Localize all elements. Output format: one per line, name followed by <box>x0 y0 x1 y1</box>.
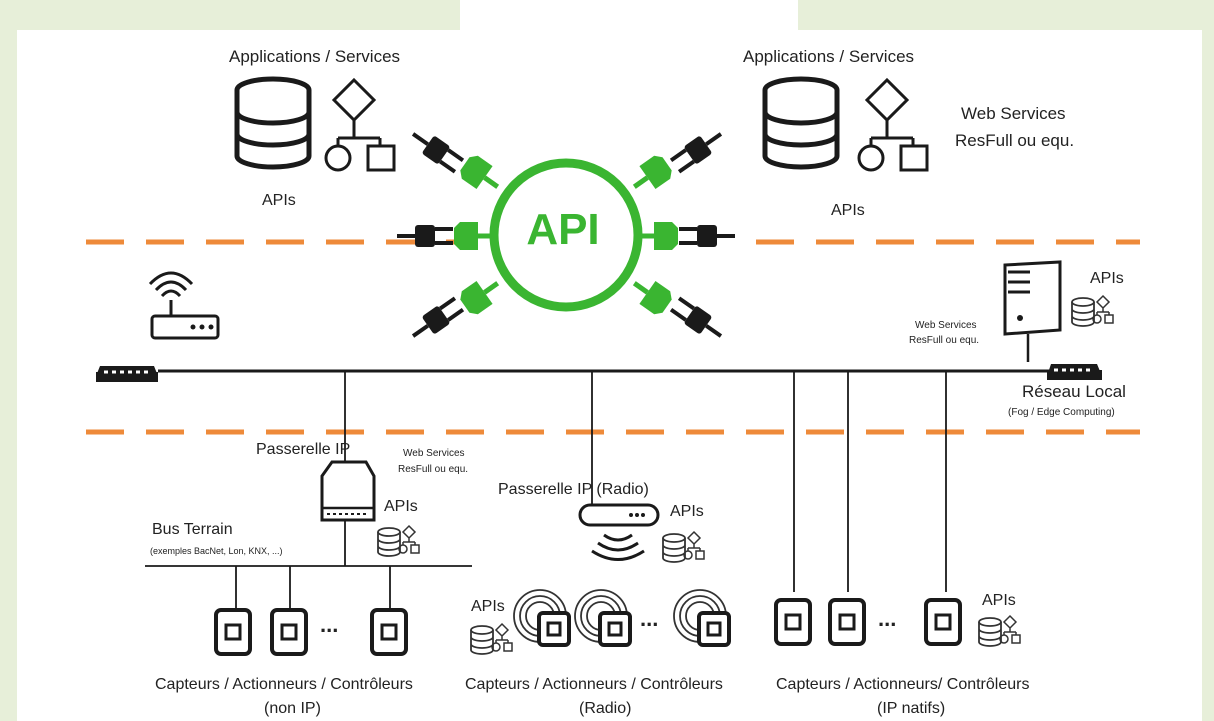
ip-gateway-label: Passerelle IP <box>256 441 351 458</box>
device-icon <box>214 608 252 656</box>
native-group-apis: APIs <box>982 592 1016 609</box>
group-radio-line2: (Radio) <box>579 700 632 717</box>
radio-gateway-label: Passerelle IP (Radio) <box>498 481 649 498</box>
top-left-apis: APIs <box>262 192 296 209</box>
network-switch-icon <box>1047 364 1102 380</box>
flowchart-icon <box>324 78 396 172</box>
device-icon <box>828 598 866 646</box>
top-white-panel <box>460 0 798 30</box>
device-icon <box>270 608 308 656</box>
top-left-title: Applications / Services <box>229 47 401 66</box>
api-hub-label: API <box>526 205 600 254</box>
server-icon <box>1003 260 1062 362</box>
group-non-ip-line2: (non IP) <box>264 700 321 717</box>
radio-gateway-icon <box>578 503 660 561</box>
api-mini-icon <box>978 615 1021 647</box>
api-hub-icon <box>395 122 737 348</box>
top-right-ws-line1: Web Services <box>961 104 1066 123</box>
wifi-router-icon <box>148 271 220 340</box>
ip-gateway-ws-line1: Web Services <box>403 448 465 459</box>
network-label: Réseau Local <box>1022 382 1126 401</box>
server-apis: APIs <box>1090 270 1124 287</box>
top-right-ws-line2: ResFull ou equ. <box>955 131 1075 150</box>
network-switch-icon <box>96 366 158 382</box>
ellipsis-non-ip: ... <box>320 612 339 637</box>
group-ip-native-line1: Capteurs / Actionneurs/ Contrôleurs <box>776 676 1030 693</box>
ip-gateway-icon <box>320 460 376 522</box>
top-right-apis: APIs <box>831 202 865 219</box>
device-icon <box>370 608 408 656</box>
ip-gateway-apis: APIs <box>384 498 418 515</box>
ellipsis-radio: ... <box>640 606 659 631</box>
ip-gateway-ws-line2: ResFull ou equ. <box>398 464 469 475</box>
flowchart-icon <box>857 78 929 172</box>
api-mini-icon <box>1071 295 1114 327</box>
ellipsis-ip-native: ... <box>878 606 897 631</box>
radio-device-icon <box>512 588 571 647</box>
bus-sublabel: (exemples BacNet, Lon, KNX, ...) <box>150 546 283 556</box>
group-radio-line1: Capteurs / Actionneurs / Contrôleurs <box>465 676 723 693</box>
api-mini-icon <box>377 525 420 557</box>
group-ip-native-line2: (IP natifs) <box>877 700 946 717</box>
server-ws-line2: ResFull ou equ. <box>909 335 980 346</box>
api-mini-icon <box>470 623 513 655</box>
radio-gateway-apis: APIs <box>670 503 704 520</box>
network-sublabel: (Fog / Edge Computing) <box>1008 407 1115 418</box>
top-right-title: Applications / Services <box>743 47 915 66</box>
radio-device-icon <box>573 588 632 647</box>
database-icon <box>237 79 309 167</box>
device-icon <box>924 598 962 646</box>
database-icon <box>765 79 837 167</box>
device-icon <box>774 598 812 646</box>
group-non-ip-line1: Capteurs / Actionneurs / Contrôleurs <box>155 676 413 693</box>
server-ws-line1: Web Services <box>915 320 977 331</box>
radio-device-icon <box>672 588 731 647</box>
radio-group-apis: APIs <box>471 598 505 615</box>
bus-label: Bus Terrain <box>152 521 233 538</box>
api-mini-icon <box>662 531 705 563</box>
